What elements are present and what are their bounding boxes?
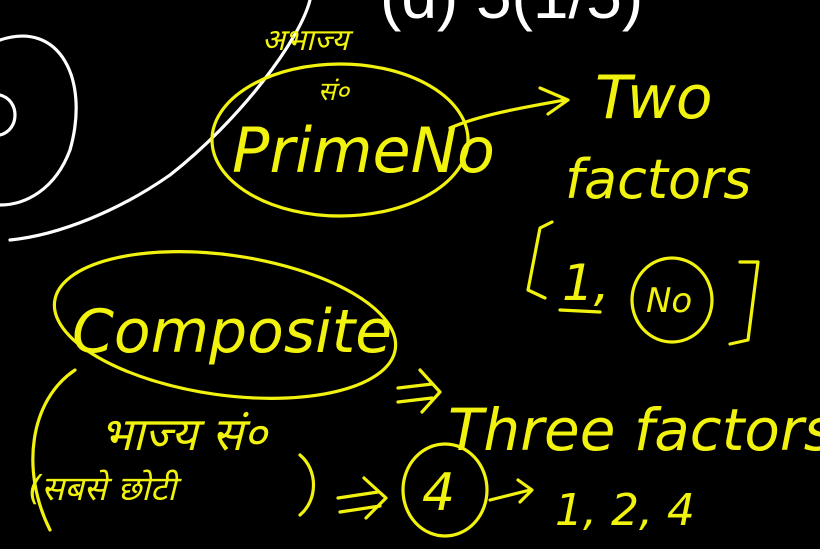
prime-result-2: factors — [565, 148, 751, 211]
prime-hindi-abbr: सं० — [318, 77, 351, 107]
factor-no: No — [646, 281, 692, 321]
prime-hindi-label: अभाज्य — [262, 23, 354, 58]
factor-bracket-right — [728, 260, 760, 346]
white-arc-outer — [0, 34, 78, 207]
example-circle — [401, 442, 489, 538]
factor-bracket-left — [526, 220, 554, 300]
prime-result: Two — [595, 63, 713, 133]
factor-one: 1, — [562, 254, 610, 312]
prime-arrow — [448, 86, 570, 130]
white-arc-inner — [0, 93, 17, 137]
composite-hindi: भाज्य सं० — [100, 407, 269, 461]
composite-result: Three factors — [448, 396, 820, 464]
composite-hindi-bracket: (सबसे छोटी — [28, 469, 182, 509]
example-small-arrow — [488, 478, 534, 504]
composite-ellipse — [52, 250, 398, 400]
header-fragment: (d) 5(1/5) — [380, 0, 643, 32]
example-number: 4 — [422, 463, 455, 523]
white-arc-diagonal — [8, 0, 312, 242]
composite-hindi-bracket-curve — [31, 368, 77, 532]
composite-label: Composite — [72, 297, 392, 367]
example-factors: 1, 2, 4 — [555, 485, 695, 536]
factor-underline — [558, 308, 602, 314]
factor-no-circle — [630, 256, 714, 344]
composite-hindi-close — [298, 453, 315, 517]
prime-ellipse — [210, 62, 470, 218]
example-arrow — [336, 476, 388, 520]
composite-arrow — [396, 368, 442, 414]
